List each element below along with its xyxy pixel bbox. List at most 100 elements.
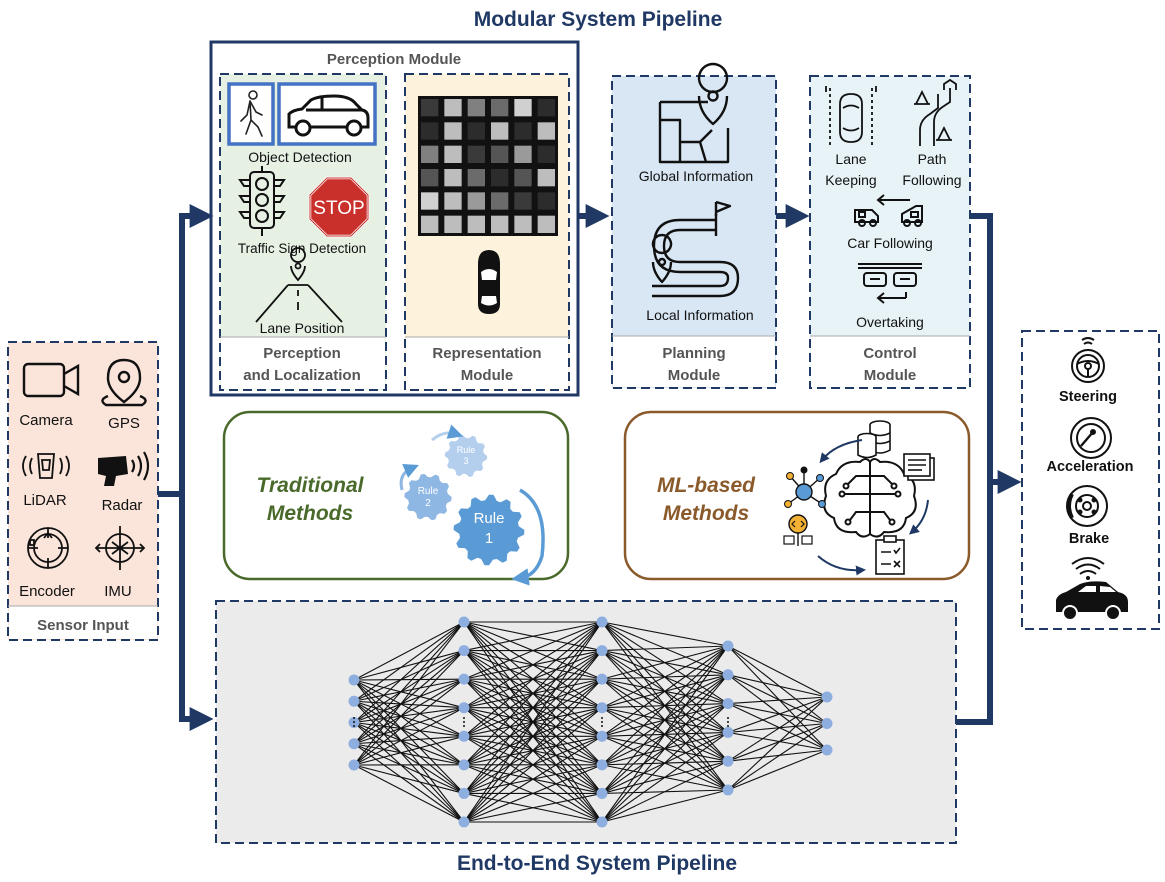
nn-connection bbox=[463, 621, 603, 794]
nn-node bbox=[722, 669, 734, 681]
local-information-label: Local Information bbox=[646, 307, 753, 323]
occupancy-grid-cell bbox=[537, 99, 555, 117]
steering-label: Steering bbox=[1059, 389, 1117, 405]
checklist-icon bbox=[875, 535, 905, 575]
nn-connection bbox=[463, 764, 603, 823]
occupancy-grid-cell bbox=[444, 99, 462, 117]
lane-keeping-label-line1: Lane bbox=[835, 151, 866, 167]
occupancy-grid-cell bbox=[421, 145, 439, 163]
nn-connection bbox=[353, 678, 465, 681]
sensor-input-label: Sensor Input bbox=[37, 617, 129, 634]
connected-car-icon bbox=[1056, 557, 1128, 621]
occupancy-grid-cell bbox=[491, 99, 509, 117]
nn-ellipsis-dot bbox=[601, 721, 603, 723]
occupancy-grid-cell bbox=[537, 122, 555, 140]
nn-connection bbox=[353, 700, 465, 737]
nn-node bbox=[458, 787, 470, 799]
perception-module: Perception Module Object Detection bbox=[209, 40, 580, 397]
nn-node bbox=[458, 702, 470, 714]
global-map-icon bbox=[658, 62, 730, 164]
lane-position-icon bbox=[255, 247, 343, 323]
occupancy-grid-cell bbox=[514, 145, 532, 163]
path-following-label-line2: Following bbox=[902, 172, 961, 188]
perception-localization-box: Object Detection STOP Traffic Sign Detec… bbox=[219, 73, 387, 391]
nn-connection bbox=[353, 743, 465, 823]
perception-localization-label-line1: Perception bbox=[263, 345, 341, 362]
occupancy-grid-cell bbox=[444, 169, 462, 187]
stop-sign-icon: STOP bbox=[308, 176, 370, 238]
nn-node bbox=[722, 784, 734, 796]
nn-node bbox=[458, 616, 470, 628]
occupancy-grid-cell bbox=[514, 192, 532, 210]
control-module: Lane Keeping Path Following Car Followin… bbox=[809, 75, 971, 389]
nn-node bbox=[348, 695, 360, 707]
nn-node bbox=[596, 816, 608, 828]
nn-node bbox=[722, 755, 734, 767]
documents-icon bbox=[903, 453, 935, 481]
lidar-label: LiDAR bbox=[23, 492, 67, 509]
neural-network bbox=[348, 616, 833, 828]
nn-connection bbox=[353, 735, 465, 766]
nn-node bbox=[596, 645, 608, 657]
occupancy-grid-cell bbox=[514, 99, 532, 117]
database-icon bbox=[857, 420, 891, 459]
nn-connection bbox=[727, 703, 828, 751]
nn-ellipsis-dot bbox=[353, 721, 355, 723]
lane-keeping-label-line2: Keeping bbox=[825, 172, 876, 188]
encoder-icon bbox=[27, 527, 69, 569]
modular-pipeline-title: Modular System Pipeline bbox=[474, 8, 723, 31]
gear-rule-2-line1: Rule bbox=[418, 486, 439, 497]
ml-label-line1: ML-based bbox=[657, 474, 756, 497]
nn-connection bbox=[727, 696, 828, 705]
nn-connection bbox=[727, 645, 828, 724]
nn-node bbox=[458, 645, 470, 657]
object-detection-label: Object Detection bbox=[248, 149, 352, 165]
brake-label: Brake bbox=[1069, 531, 1109, 547]
occupancy-grid-cell bbox=[467, 122, 485, 140]
nn-node bbox=[596, 730, 608, 742]
representation-label-line1: Representation bbox=[432, 345, 541, 362]
planning-label-line1: Planning bbox=[662, 345, 725, 362]
pipeline-connectors bbox=[158, 204, 1022, 731]
nn-connection bbox=[727, 722, 828, 762]
nn-ellipsis-dot bbox=[463, 717, 465, 719]
nn-ellipsis-dot bbox=[601, 725, 603, 727]
end-to-end-pipeline-title: End-to-End System Pipeline bbox=[457, 852, 737, 875]
occupancy-grid bbox=[418, 96, 558, 236]
nn-connection bbox=[727, 722, 828, 733]
car-following-icon bbox=[854, 194, 923, 227]
camera-label: Camera bbox=[19, 412, 73, 429]
occupancy-grid-cell bbox=[491, 145, 509, 163]
nn-connection bbox=[601, 645, 729, 766]
nn-node bbox=[821, 744, 833, 756]
brain-icon bbox=[823, 458, 917, 538]
nn-connection bbox=[353, 721, 465, 766]
perception-localization-label-line2: and Localization bbox=[243, 367, 361, 384]
nn-connection bbox=[601, 645, 729, 680]
nn-node bbox=[821, 691, 833, 703]
nn-connection bbox=[353, 700, 465, 823]
nn-connection bbox=[727, 703, 828, 725]
planning-module: Global Information Local Information Pla… bbox=[611, 62, 777, 389]
nn-node bbox=[596, 616, 608, 628]
brake-disc-icon bbox=[1066, 485, 1108, 527]
nn-node bbox=[596, 702, 608, 714]
nn-connection bbox=[601, 645, 729, 794]
gear-rule-1-line2: 1 bbox=[485, 530, 493, 547]
nn-connection bbox=[463, 621, 603, 823]
occupancy-grid-cell bbox=[537, 145, 555, 163]
radar-icon bbox=[98, 451, 150, 486]
nn-node bbox=[348, 674, 360, 686]
nn-node bbox=[722, 640, 734, 652]
nn-connection bbox=[353, 735, 465, 745]
lane-position-label: Lane Position bbox=[260, 320, 345, 336]
network-nodes-icon bbox=[784, 466, 826, 508]
gear-medium bbox=[404, 473, 452, 521]
nn-connection bbox=[353, 621, 465, 723]
nn-connection bbox=[353, 678, 465, 724]
nn-connection bbox=[601, 645, 729, 709]
sensor-input-box: Camera GPS LiDAR Radar bbox=[7, 341, 159, 641]
pedestrian-icon bbox=[227, 82, 275, 146]
nn-connection bbox=[601, 789, 729, 823]
nn-node bbox=[348, 738, 360, 750]
